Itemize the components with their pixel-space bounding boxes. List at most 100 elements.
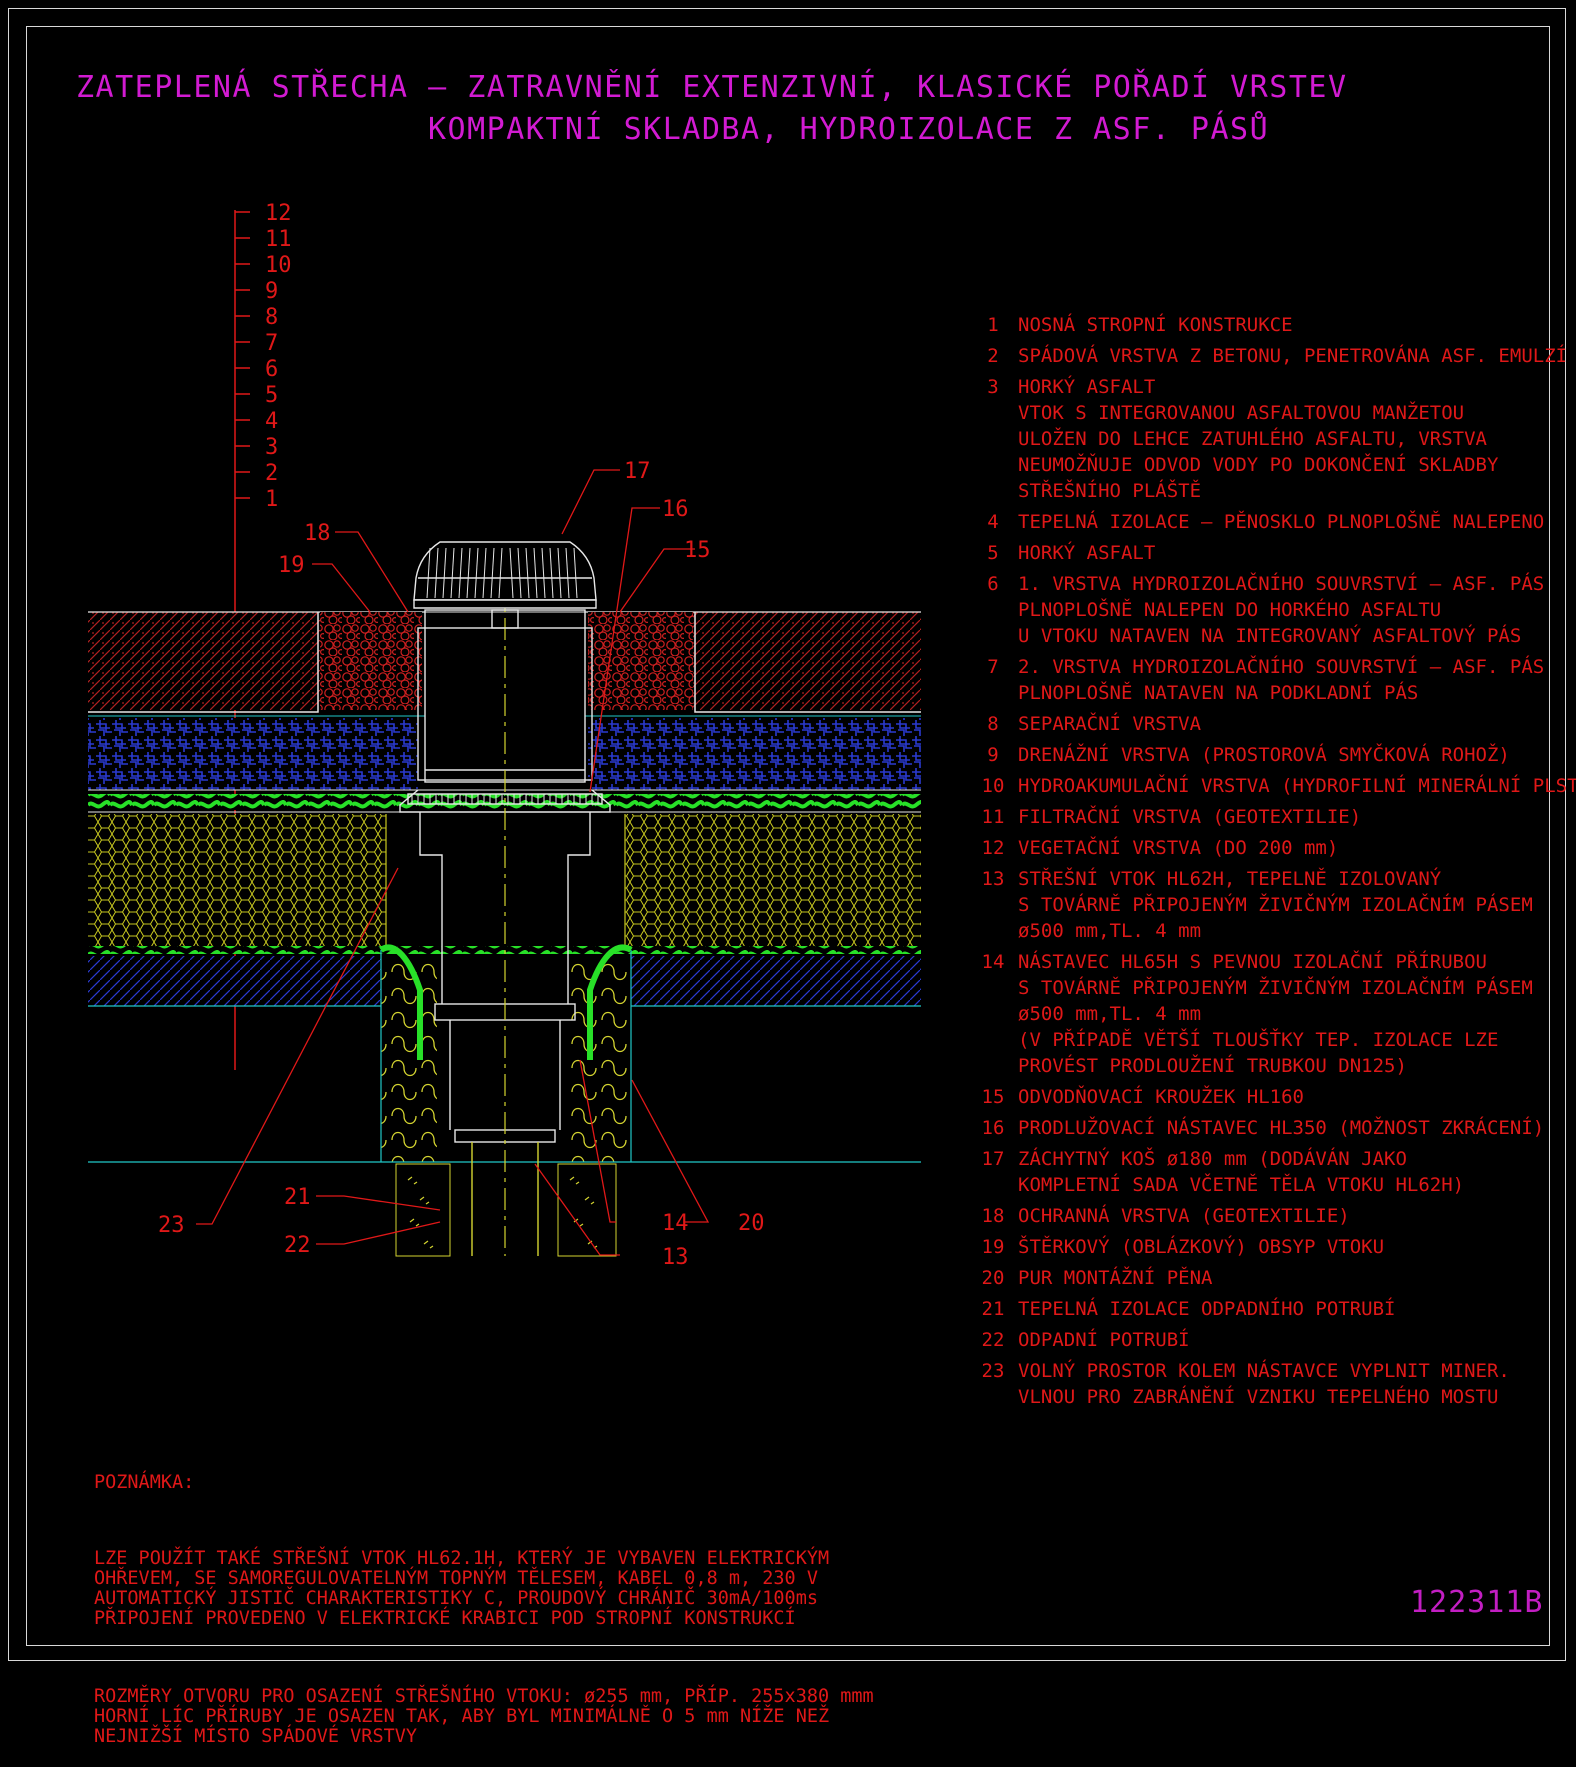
callout-18: 18 <box>304 521 331 546</box>
mineral-wool <box>571 960 631 1162</box>
callout-17: 17 <box>624 459 651 484</box>
legend-number: 11 <box>981 806 1005 828</box>
legend-number: 3 <box>987 376 999 398</box>
callout-20: 20 <box>738 1211 765 1236</box>
legend-text: TEPELNÁ IZOLACE ODPADNÍHO POTRUBÍ <box>1018 1298 1396 1320</box>
drawing-code: 122311B <box>1410 1585 1544 1620</box>
inner-frame <box>26 26 1550 1646</box>
scale-label: 2 <box>265 461 278 486</box>
legend-text: FILTRAČNÍ VRSTVA (GEOTEXTILIE) <box>1018 806 1362 828</box>
legend-number: 14 <box>981 951 1005 973</box>
legend-number: 2 <box>987 345 999 367</box>
legend-item: 9 DRENÁŽNÍ VRSTVA (PROSTOROVÁ SMYČKOVÁ RO… <box>968 742 1558 768</box>
strainer-basket <box>413 541 597 629</box>
vegetation-layer <box>88 612 320 710</box>
integrated-membrane <box>379 944 633 1060</box>
legend-text: ZÁCHYTNÝ KOŠ ø180 mm (DODÁVÁN JAKO KOMPL… <box>1018 1148 1465 1196</box>
legend-number: 21 <box>981 1298 1005 1320</box>
legend-item: 22 ODPADNÍ POTRUBÍ <box>968 1327 1558 1353</box>
legend-text: VEGETAČNÍ VRSTVA (DO 200 mm) <box>1018 837 1339 859</box>
callout-23: 23 <box>158 1213 185 1238</box>
callout-21: 21 <box>284 1185 311 1210</box>
note-paragraph-1: LZE POUŽÍT TAKÉ STŘEŠNÍ VTOK HL62.1H, KT… <box>94 1548 830 1629</box>
gravel-surround <box>588 612 693 710</box>
legend-item: 17 ZÁCHYTNÝ KOŠ ø180 mm (DODÁVÁN JAKO KOM… <box>968 1146 1558 1198</box>
callout-15: 15 <box>684 538 711 563</box>
legend-number: 22 <box>981 1329 1005 1351</box>
legend-number: 18 <box>981 1205 1005 1227</box>
legend-item: 8 SEPARAČNÍ VRSTVA <box>968 711 1558 737</box>
scale-label: 3 <box>265 435 278 460</box>
scale-label: 5 <box>265 383 278 408</box>
title-line-1: ZATEPLENÁ STŘECHA – ZATRAVNĚNÍ EXTENZIVN… <box>76 70 1348 105</box>
callout-14: 14 <box>662 1211 689 1236</box>
drainage-layer <box>588 718 921 790</box>
title-line-2: KOMPAKTNÍ SKLADBA, HYDROIZOLACE Z ASF. P… <box>428 112 1270 147</box>
gravel-surround <box>320 612 422 710</box>
legend-text: PUR MONTÁŽNÍ PĚNA <box>1018 1267 1213 1289</box>
legend-number: 1 <box>987 314 999 336</box>
legend-number: 12 <box>981 837 1005 859</box>
legend-text: NÁSTAVEC HL65H S PEVNOU IZOLAČNÍ PŘÍRUBO… <box>1018 951 1533 1077</box>
note-heading: POZNÁMKA: <box>94 1472 195 1493</box>
pipe-insulation <box>395 1163 451 1257</box>
scale-label: 8 <box>265 305 278 330</box>
legend-text: ODPADNÍ POTRUBÍ <box>1018 1329 1190 1351</box>
legend-number: 17 <box>981 1148 1005 1170</box>
legend-number: 4 <box>987 511 999 533</box>
legend-item: 1 NOSNÁ STROPNÍ KONSTRUKCE <box>968 312 1558 338</box>
legend-number: 8 <box>987 713 999 735</box>
legend-text: HORKÝ ASFALT VTOK S INTEGROVANOU ASFALTO… <box>1018 376 1499 502</box>
legend-number: 9 <box>987 744 999 766</box>
legend-item: 11 FILTRAČNÍ VRSTVA (GEOTEXTILIE) <box>968 804 1558 830</box>
foamglass-insulation <box>625 814 921 946</box>
legend-text: NOSNÁ STROPNÍ KONSTRUKCE <box>1018 314 1293 336</box>
foamglass-insulation <box>88 814 386 946</box>
legend-number: 7 <box>987 656 999 678</box>
legend-number: 6 <box>987 573 999 595</box>
legend-number: 13 <box>981 868 1005 890</box>
callout-13: 13 <box>662 1245 689 1270</box>
note-block: POZNÁMKA: LZE POUŽÍT TAKÉ STŘEŠNÍ VTOK H… <box>94 1433 874 1767</box>
legend-text: TEPELNÁ IZOLACE – PĚNOSKLO PLNOPLOŠNĚ NA… <box>1018 511 1545 533</box>
scale-label: 9 <box>265 279 278 304</box>
pipe-insulation-marks <box>407 1176 598 1249</box>
concrete-slope-layer <box>631 956 921 1006</box>
legend-text: PRODLUŽOVACÍ NÁSTAVEC HL350 (MOŽNOST ZKR… <box>1018 1117 1545 1139</box>
outer-frame <box>8 8 1566 1661</box>
legend-item: 6 1. VRSTVA HYDROIZOLAČNÍHO SOUVRSTVÍ – A… <box>968 571 1558 649</box>
callout-22: 22 <box>284 1233 311 1258</box>
scale-label: 6 <box>265 357 278 382</box>
scale-label: 4 <box>265 409 278 434</box>
legend-number: 10 <box>981 775 1005 797</box>
vegetation-layer <box>693 612 921 710</box>
legend-text: 2. VRSTVA HYDROIZOLAČNÍHO SOUVRSTVÍ – AS… <box>1018 656 1545 704</box>
legend-text: HYDROAKUMULAČNÍ VRSTVA (HYDROFILNÍ MINER… <box>1018 775 1576 797</box>
legend-item: 10 HYDROAKUMULAČNÍ VRSTVA (HYDROFILNÍ MIN… <box>968 773 1576 799</box>
legend-text: ODVODŇOVACÍ KROUŽEK HL160 <box>1018 1086 1304 1108</box>
mineral-wool <box>381 960 437 1162</box>
legend-text: DRENÁŽNÍ VRSTVA (PROSTOROVÁ SMYČKOVÁ ROH… <box>1018 744 1510 766</box>
legend-number: 20 <box>981 1267 1005 1289</box>
legend-text: ŠTĚRKOVÝ (OBLÁZKOVÝ) OBSYP VTOKU <box>1018 1236 1385 1258</box>
callout-19: 19 <box>278 553 305 578</box>
legend-text: SEPARAČNÍ VRSTVA <box>1018 713 1202 735</box>
legend-text: 1. VRSTVA HYDROIZOLAČNÍHO SOUVRSTVÍ – AS… <box>1018 573 1545 647</box>
scale-label: 12 <box>265 201 292 226</box>
outlet-ring <box>411 794 599 804</box>
legend-text: SPÁDOVÁ VRSTVA Z BETONU, PENETROVÁNA ASF… <box>1018 345 1568 367</box>
legend-item: 3 HORKÝ ASFALT VTOK S INTEGROVANOU ASFALT… <box>968 374 1558 504</box>
legend-number: 5 <box>987 542 999 564</box>
leader-lines <box>196 469 710 1256</box>
legend: 1 NOSNÁ STROPNÍ KONSTRUKCE 2 SPÁDOVÁ VRSTVA… <box>968 312 1576 1415</box>
scale-label: 10 <box>265 253 292 278</box>
legend-item: 20 PUR MONTÁŽNÍ PĚNA <box>968 1265 1558 1291</box>
